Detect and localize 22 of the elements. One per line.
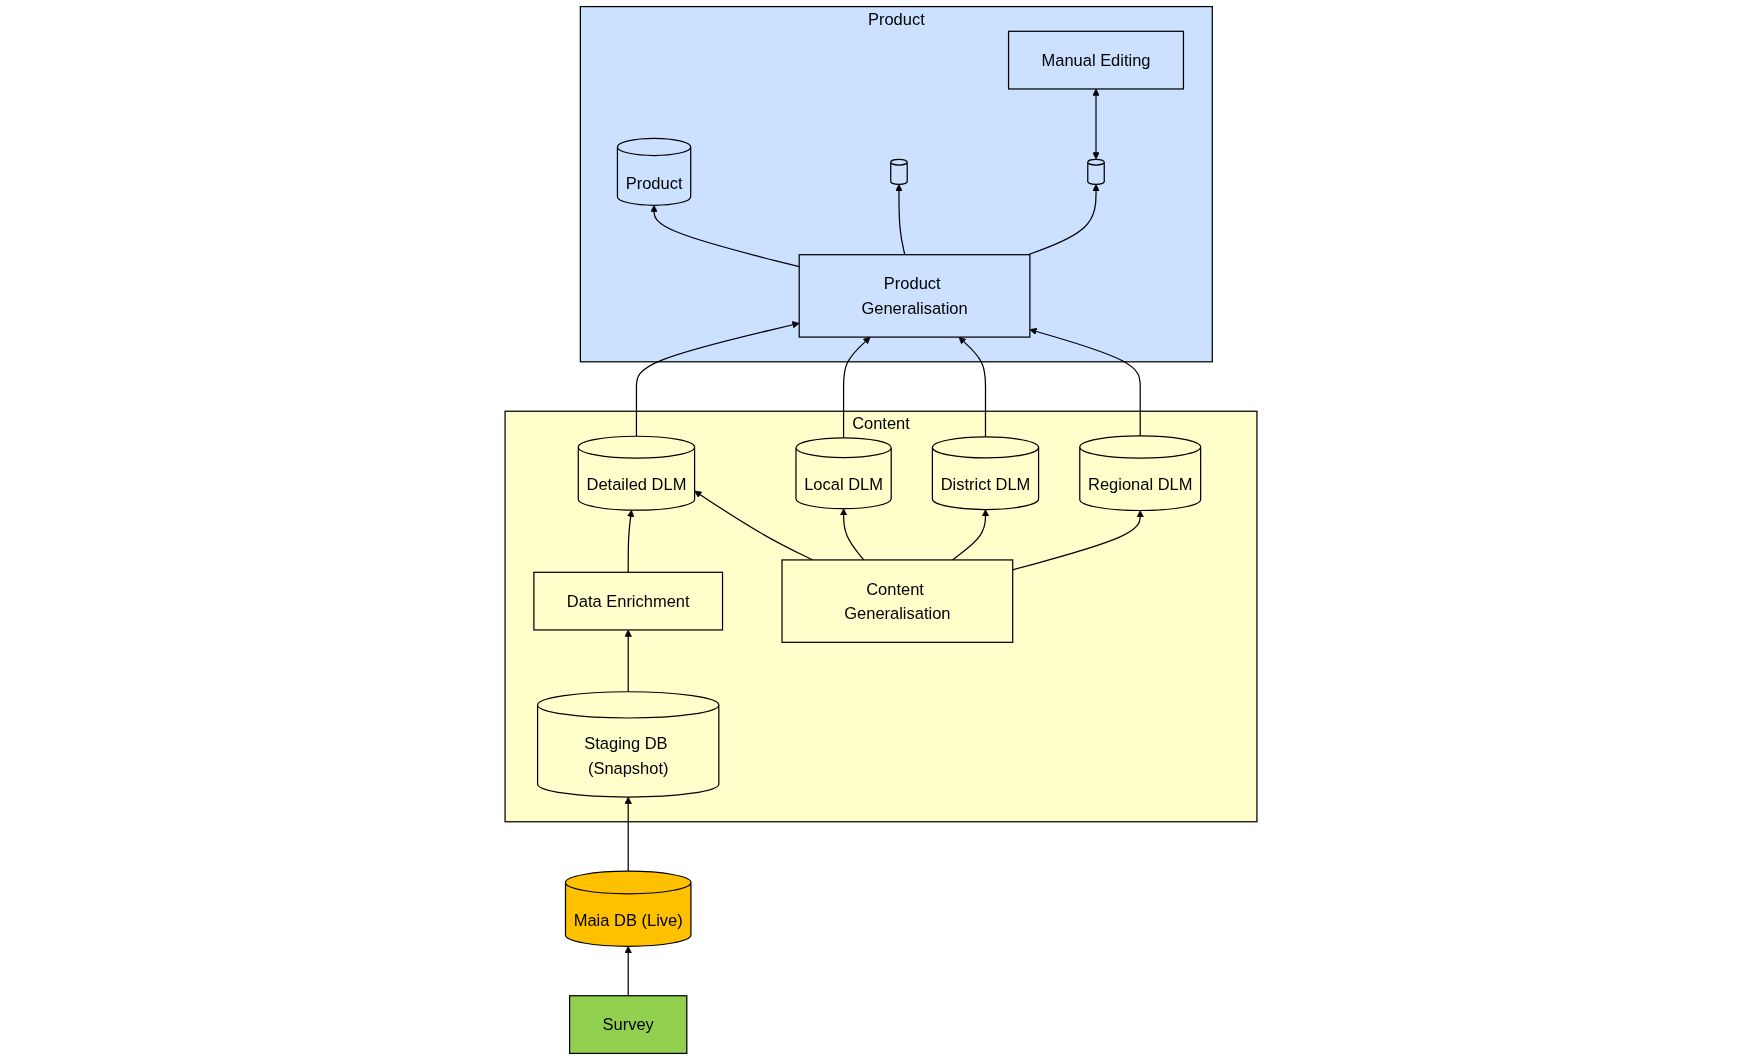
arrow xyxy=(624,946,632,997)
arrow xyxy=(958,336,987,438)
node-box: Manual Editing xyxy=(1007,30,1185,90)
arrow xyxy=(624,629,632,693)
node-box: Data Enrichment xyxy=(533,571,724,631)
arrow xyxy=(842,336,871,439)
arrow xyxy=(1092,88,1100,160)
arrow xyxy=(895,184,906,256)
node-cylinder xyxy=(890,158,908,185)
arrow xyxy=(1027,184,1100,256)
node-box: Content Generalisation xyxy=(781,559,1014,643)
node-cylinder xyxy=(1087,158,1105,185)
arrow xyxy=(839,508,865,561)
arrow xyxy=(627,509,635,573)
arrow xyxy=(624,796,632,872)
arrow xyxy=(1029,327,1141,437)
node-box: Product Generalisation xyxy=(798,254,1031,338)
arrow xyxy=(635,321,800,437)
arrow xyxy=(650,204,800,268)
arrow xyxy=(951,509,990,561)
arrow xyxy=(1012,510,1144,571)
node-box: Survey xyxy=(569,995,688,1055)
